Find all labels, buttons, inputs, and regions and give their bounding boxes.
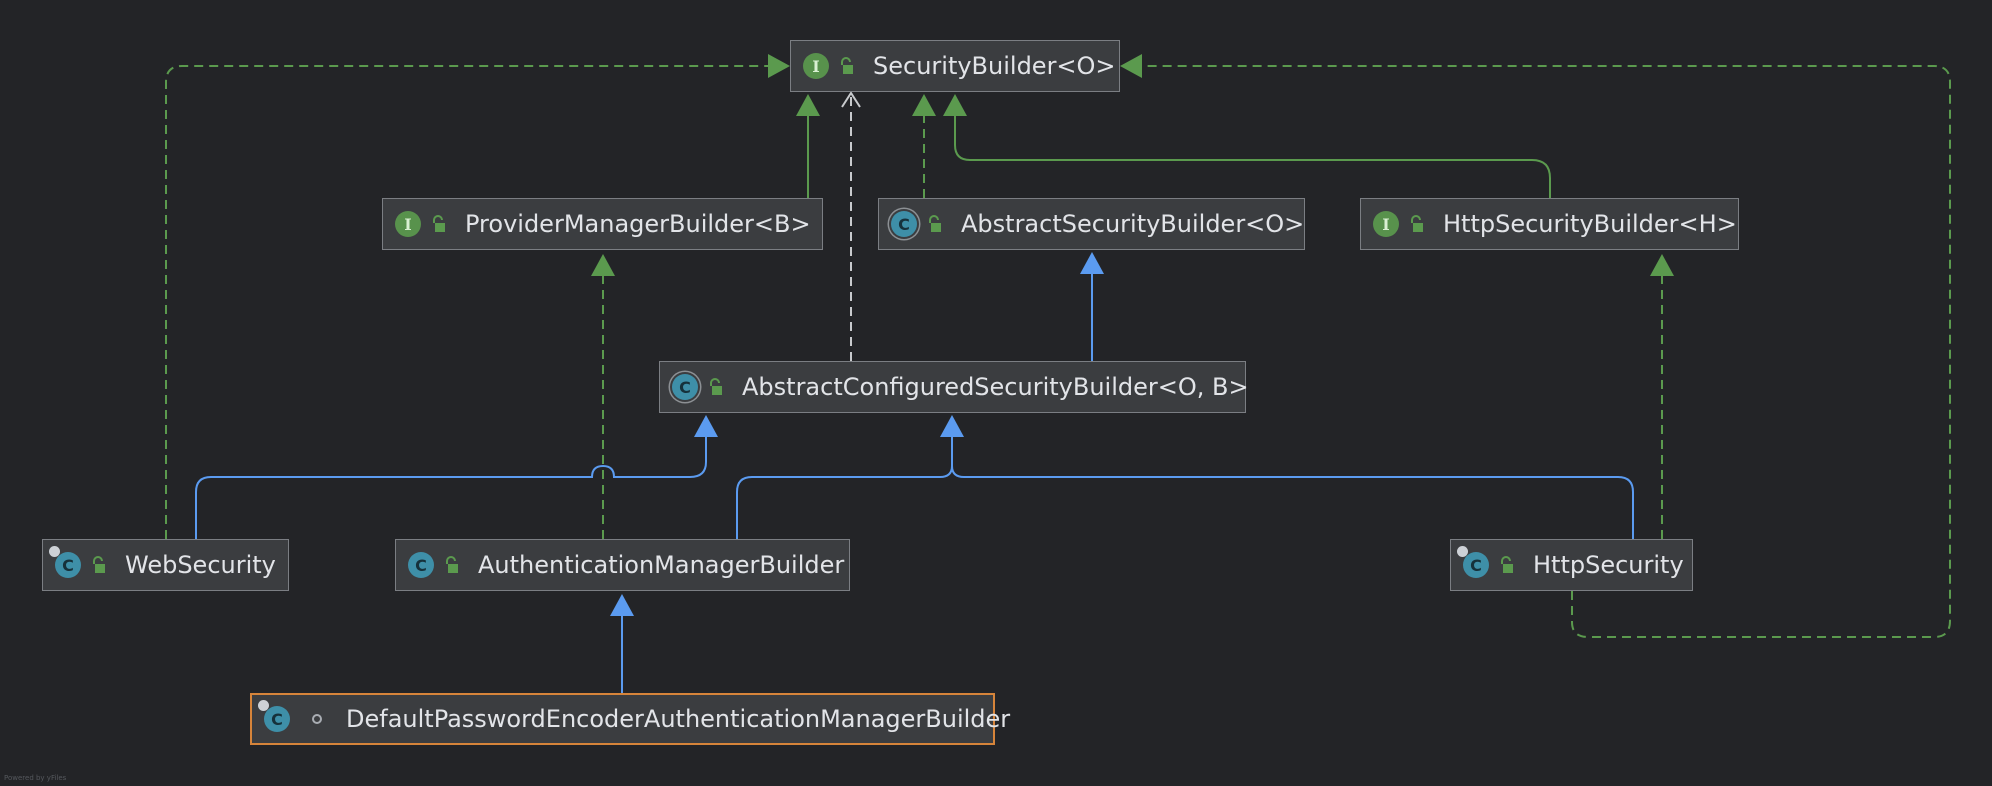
package-private-icon	[312, 714, 322, 724]
edge-httpbuilder-to-security	[954, 114, 1551, 198]
static-class-icon: C	[258, 700, 290, 732]
edge-http-to-security	[1142, 65, 1951, 638]
node-provider-manager-builder[interactable]: I ProviderManagerBuilder<B>	[382, 198, 823, 250]
arrowhead-provider-to-security	[796, 94, 820, 116]
node-default-password-encoder-authentication-manager-builder[interactable]: C DefaultPasswordEncoderAuthenticationMa…	[250, 693, 1010, 745]
node-web-security[interactable]: C WebSecurity	[42, 539, 289, 591]
arrowhead-httpbuilder-to-security	[943, 94, 967, 116]
arrowhead-web-to-security	[768, 54, 790, 78]
node-authentication-manager-builder[interactable]: C AuthenticationManagerBuilder	[395, 539, 850, 591]
node-label: HttpSecurity	[1533, 551, 1684, 579]
public-lock-icon	[91, 556, 107, 574]
footer-credit: Powered by yFiles	[4, 774, 67, 782]
arrowhead-abstract-to-security	[912, 94, 936, 116]
arrowhead-http-to-security	[1120, 54, 1142, 78]
edge-auth-to-configured	[736, 435, 953, 539]
abstract-class-icon: C	[891, 211, 917, 237]
public-lock-icon	[1499, 556, 1515, 574]
interface-icon: I	[803, 53, 829, 79]
final-class-icon: C	[49, 546, 81, 578]
node-label: SecurityBuilder<O>	[873, 52, 1116, 80]
node-label: AbstractSecurityBuilder<O>	[961, 210, 1305, 238]
arrowhead-to-configured	[940, 415, 964, 437]
public-lock-icon	[444, 556, 460, 574]
node-abstract-security-builder[interactable]: C AbstractSecurityBuilder<O>	[878, 198, 1305, 250]
interface-icon: I	[1373, 211, 1399, 237]
node-http-security-builder[interactable]: I HttpSecurityBuilder<H>	[1360, 198, 1739, 250]
public-lock-icon	[839, 57, 855, 75]
arrowhead-configured-to-abstract	[1080, 252, 1104, 274]
interface-icon: I	[395, 211, 421, 237]
node-label: ProviderManagerBuilder<B>	[465, 210, 811, 238]
class-icon: C	[408, 552, 434, 578]
public-lock-icon	[708, 378, 724, 396]
final-class-icon: C	[1457, 546, 1489, 578]
abstract-class-icon: C	[672, 374, 698, 400]
public-lock-icon	[1409, 215, 1425, 233]
arrowhead-auth-to-provider	[591, 254, 615, 276]
public-lock-icon	[927, 215, 943, 233]
node-label: AbstractConfiguredSecurityBuilder<O, B>	[742, 373, 1249, 401]
edge-web-to-security	[165, 65, 768, 539]
arrowhead-default-to-auth	[610, 594, 634, 616]
arrowhead-http-to-httpbuilder	[1650, 254, 1674, 276]
node-label: WebSecurity	[125, 551, 276, 579]
node-label: AuthenticationManagerBuilder	[478, 551, 845, 579]
arrowhead-configured-to-security	[841, 91, 861, 108]
node-label: HttpSecurityBuilder<H>	[1443, 210, 1737, 238]
arrowhead-web-to-configured	[694, 415, 718, 437]
edge-http-to-configured	[951, 465, 1634, 539]
edge-web-to-configured	[195, 435, 707, 539]
node-label: DefaultPasswordEncoderAuthenticationMana…	[346, 705, 1011, 733]
node-http-security[interactable]: C HttpSecurity	[1450, 539, 1693, 591]
node-abstract-configured-security-builder[interactable]: C AbstractConfiguredSecurityBuilder<O, B…	[659, 361, 1249, 413]
public-lock-icon	[431, 215, 447, 233]
node-security-builder[interactable]: I SecurityBuilder<O>	[790, 40, 1120, 92]
